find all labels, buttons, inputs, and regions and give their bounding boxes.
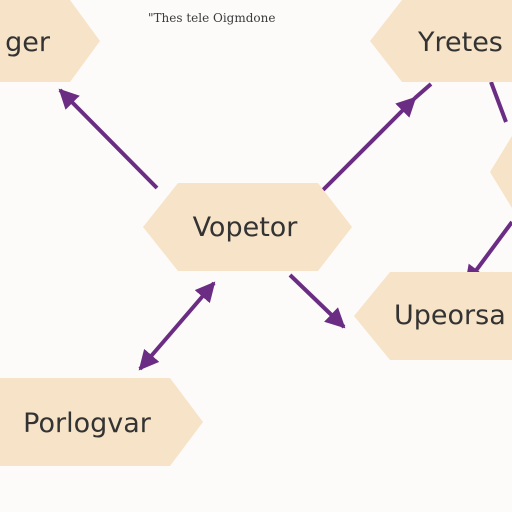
node-bottom-left: Porlogvar (0, 378, 203, 466)
arrow-center-to-right-middle (288, 273, 346, 329)
arrow-tail-top-right (413, 82, 433, 100)
arrow-bidirectional-bottom-left-center (138, 281, 216, 371)
arrow-center-to-top-left (58, 88, 159, 190)
node-center: Vopetor (143, 183, 352, 271)
arrow-top-right-down (489, 81, 508, 123)
node-top-right: Yretes (370, 0, 512, 82)
diagram-header: "Thes tele Oigmdone (148, 11, 275, 25)
node-top-right-label: Yretes (417, 27, 503, 58)
node-right-middle-label: Upeorsa (394, 300, 506, 331)
arrow-center-to-top-right (321, 96, 417, 192)
node-right-edge (490, 136, 512, 208)
node-top-left-label: ger (5, 27, 51, 58)
node-right-middle: Upeorsa (354, 272, 512, 360)
node-center-label: Vopetor (193, 212, 299, 243)
node-top-left: ger (0, 0, 100, 82)
node-bottom-left-label: Porlogvar (23, 408, 152, 439)
